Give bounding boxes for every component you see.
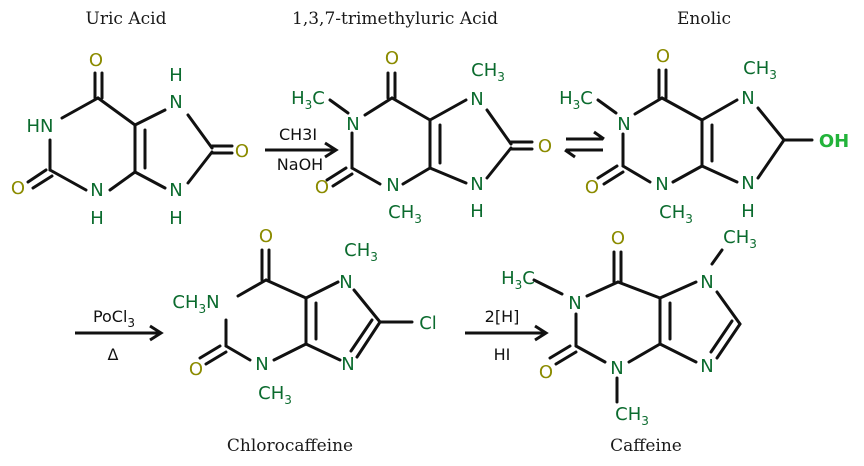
methyl-group: CH3	[743, 58, 777, 82]
nitrogen-atom: N	[90, 180, 103, 201]
oxygen-atom: O	[539, 362, 553, 383]
methyl-group: CH3	[388, 202, 422, 226]
step1-reagent-top: CH3I	[279, 125, 317, 144]
methyl-group: H3C	[291, 88, 325, 112]
methyl-group: CH3	[344, 240, 378, 264]
nitrogen-atom: HN	[27, 116, 54, 137]
nitrogen-atom: N	[255, 354, 268, 375]
nitrogen-atom: N	[169, 180, 182, 201]
hydrogen-atom: H	[169, 208, 183, 229]
nitrogen-atom: N	[741, 88, 754, 109]
methyl-group: CH3	[258, 383, 292, 407]
caffeine-structure: O H3C N O N CH3 CH3 N N	[501, 227, 757, 428]
enolic-structure: O H3C N O N CH3 CH3 N N H OH	[559, 46, 849, 226]
methyl-group: CH3	[723, 227, 757, 251]
nitrogen-atom: N	[741, 173, 754, 194]
step3-reagent-top: PoCl3	[93, 307, 135, 330]
step1-arrow: CH3I NaOH	[265, 125, 339, 174]
oxygen-atom: O	[11, 178, 25, 199]
methyl-group: H3C	[559, 88, 593, 112]
oxygen-atom: O	[585, 177, 599, 198]
hydroxyl-group: OH	[819, 131, 849, 152]
step3-arrow: PoCl3 Δ	[75, 307, 164, 364]
nitrogen-atom: N	[700, 272, 713, 293]
nitrogen-atom: N	[568, 293, 581, 314]
nitrogen-atom: N	[700, 356, 713, 377]
chlorocaffeine-structure: O CH3N O N CH3 CH3 N N Cl	[172, 226, 436, 407]
methyl-group: CH3	[659, 202, 693, 226]
methyl-group: H3C	[501, 268, 535, 292]
step3-reagent-bottom: Δ	[108, 345, 119, 364]
chlorine-atom: Cl	[419, 313, 437, 334]
step1-reagent-bottom: NaOH	[277, 155, 323, 174]
oxygen-atom: O	[189, 359, 203, 380]
oxygen-atom: O	[89, 50, 103, 71]
caffeine-title: Caffeine	[610, 436, 682, 456]
oxygen-atom: O	[385, 48, 399, 69]
methyl-group: CH3	[615, 404, 649, 428]
oxygen-atom: O	[538, 136, 552, 157]
oxygen-atom: O	[656, 46, 670, 67]
oxygen-atom: O	[259, 226, 273, 247]
oxygen-atom: O	[315, 177, 329, 198]
step4-reagent-bottom: HI	[494, 345, 511, 364]
nitrogen-atom: N	[470, 89, 483, 110]
nitrogen-atom: N	[346, 114, 359, 135]
nitrogen-atom: N	[655, 174, 668, 195]
equilibrium-arrows	[564, 130, 605, 159]
hydrogen-atom: H	[90, 208, 104, 229]
nitrogen-atom: N	[617, 114, 630, 135]
enolic-title: Enolic	[677, 9, 731, 29]
oxygen-atom: O	[235, 141, 249, 162]
chlorocaffeine-title: Chlorocaffeine	[227, 436, 353, 456]
oxygen-atom: O	[611, 228, 625, 249]
nitrogen-atom: N	[470, 174, 483, 195]
methyl-group: CH3N	[172, 292, 219, 316]
nitrogen-atom: N	[339, 272, 352, 293]
uric-acid-structure: O HN O N H H N N H O	[11, 50, 249, 229]
step4-arrow: 2[H] HI	[465, 307, 549, 364]
step4-reagent-top: 2[H]	[485, 307, 520, 326]
trimethyluric-acid-title: 1,3,7-trimethyluric Acid	[292, 9, 498, 29]
methyl-group: CH3	[471, 60, 505, 84]
nitrogen-atom: N	[341, 354, 354, 375]
uric-acid-title: Uric Acid	[86, 9, 167, 29]
trimethyluric-acid-structure: O H3C N O N CH3 CH3 N N H O	[291, 48, 552, 226]
nitrogen-atom: N	[386, 175, 399, 196]
hydrogen-atom: H	[169, 65, 183, 86]
nitrogen-atom: N	[169, 92, 182, 113]
nitrogen-atom: N	[610, 358, 623, 379]
hydrogen-atom: H	[741, 201, 755, 222]
hydrogen-atom: H	[470, 201, 484, 222]
